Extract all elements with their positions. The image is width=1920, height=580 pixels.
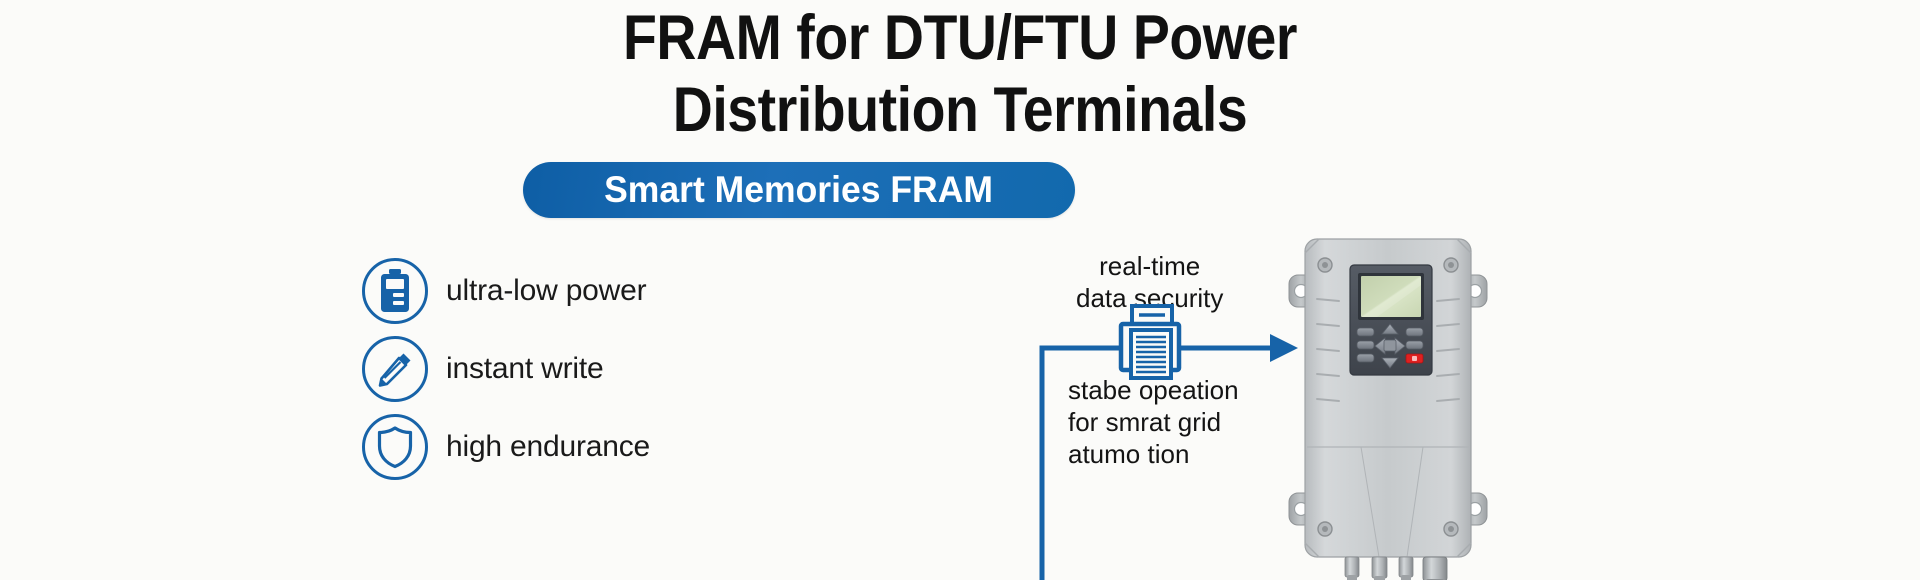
- lcd-screen: [1361, 276, 1421, 317]
- gland-4: [1422, 556, 1448, 580]
- dtu-ftu-terminal-device: [1287, 229, 1489, 580]
- status-badge-label: Smart Memories FRAM: [604, 169, 994, 210]
- keypad-button-2: [1356, 340, 1375, 350]
- pencil-icon: [362, 336, 428, 402]
- device-keypad: [1356, 323, 1424, 369]
- list-item: instant write: [362, 330, 782, 408]
- cable-glands: [1344, 556, 1448, 580]
- shield-icon: [362, 414, 428, 480]
- arrow-head-icon: [1270, 334, 1298, 362]
- connector-line: [1039, 345, 1272, 580]
- page-title-line-2: Distribution Terminals: [672, 75, 1248, 145]
- dpad-center-button: [1383, 339, 1397, 352]
- gland-1: [1344, 556, 1360, 578]
- corner-screws: [1317, 257, 1459, 537]
- keypad-button-3: [1356, 353, 1375, 363]
- dpad-up-button: [1381, 323, 1399, 335]
- feature-list: ultra-low power instant write: [362, 252, 782, 486]
- gland-3: [1398, 556, 1414, 578]
- annotation-line: real-time: [1099, 251, 1201, 281]
- annotation-line: atumo tion: [1068, 439, 1190, 469]
- keypad-button-4: [1405, 327, 1424, 337]
- battery-icon: [362, 258, 428, 324]
- annotation-line: for smrat grid: [1068, 407, 1222, 437]
- keypad-button-1: [1356, 327, 1375, 337]
- flow-connector: [1039, 304, 1298, 580]
- keypad-button-5: [1405, 340, 1424, 350]
- page-title: FRAM for DTU/FTU Power Distribution Term…: [0, 2, 1920, 146]
- list-item: ultra-low power: [362, 252, 782, 330]
- gland-2: [1371, 556, 1388, 579]
- list-item-label: ultra-low power: [446, 274, 647, 307]
- list-item-label: instant write: [446, 352, 604, 385]
- annotation-real-time-data-security: real-time data security: [1076, 250, 1223, 314]
- status-badge: Smart Memories FRAM: [523, 162, 1075, 218]
- cooling-ribs: [1316, 298, 1460, 402]
- dpad-down-button: [1381, 357, 1399, 369]
- list-item-label: high endurance: [446, 430, 651, 463]
- list-item: high endurance: [362, 408, 782, 486]
- documents-stack-icon: [1118, 304, 1182, 380]
- flow-diagram: real-time data security stabe opeation f…: [1020, 230, 1920, 580]
- page-title-line-1: FRAM for DTU/FTU Power: [622, 3, 1298, 73]
